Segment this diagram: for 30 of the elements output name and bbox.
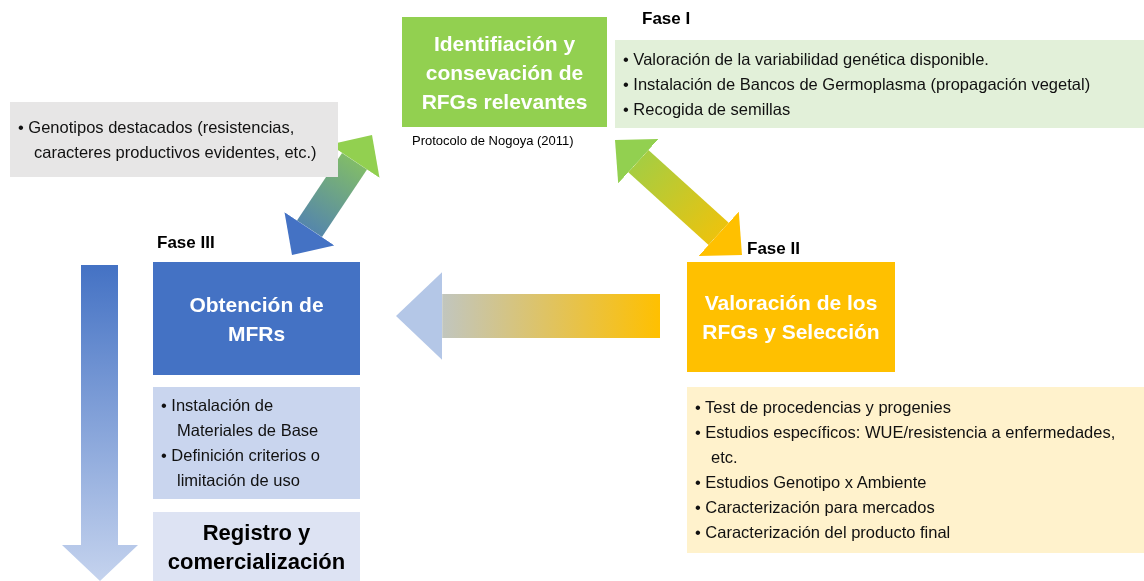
bullet-item: • Definición criterios o limitación de uso — [161, 445, 321, 491]
bullet-item: • Valoración de la variabilidad genética disponible. — [623, 48, 990, 70]
node-label: Protocolo de Nogoya (2011) — [412, 133, 574, 148]
phase-box — [153, 262, 360, 375]
bullet-item: • Caracterización para mercados — [695, 497, 936, 518]
bullet-item: • Estudios Genotipo x Ambiente — [695, 472, 928, 493]
phase-box — [402, 17, 607, 127]
step-box — [153, 512, 360, 581]
bullet-item: • Instalación de Bancos de Germoplasma (propagación vegetal) — [623, 73, 1092, 95]
phase-label: Fase III — [157, 233, 215, 253]
phase-label: Fase II — [747, 239, 800, 259]
bullet-item: • Test de procedencias y progenies — [695, 397, 952, 418]
note-box — [10, 102, 338, 177]
arrow — [396, 272, 660, 360]
note-box — [687, 387, 1144, 553]
double-arrow — [615, 138, 742, 257]
box-title: Registro y comercialización — [166, 518, 347, 576]
box-title: Obtención de MFRs — [188, 291, 325, 347]
phase-label: Fase I — [642, 9, 691, 29]
bullet-item: • Caracterización del producto final — [695, 522, 952, 543]
box-title: Valoración de los RFGs y Selección — [701, 290, 881, 345]
bullet-item: • Estudios específicos: WUE/resistencia a enfermedades, etc. — [695, 422, 1117, 468]
bullet-item: • Instalación de Materiales de Base — [161, 395, 320, 441]
bullet-item: • Recogida de semillas — [623, 98, 792, 120]
bullet-item: • Genotipos destacados (resistencias, caracteres productivos evidentes, etc.) — [18, 116, 318, 163]
phase-box — [687, 262, 895, 372]
note-box — [153, 387, 360, 499]
box-title: Identifiación y consevación de RFGs relevantes — [420, 30, 589, 115]
note-box — [615, 40, 1144, 128]
double-arrow — [284, 135, 380, 255]
